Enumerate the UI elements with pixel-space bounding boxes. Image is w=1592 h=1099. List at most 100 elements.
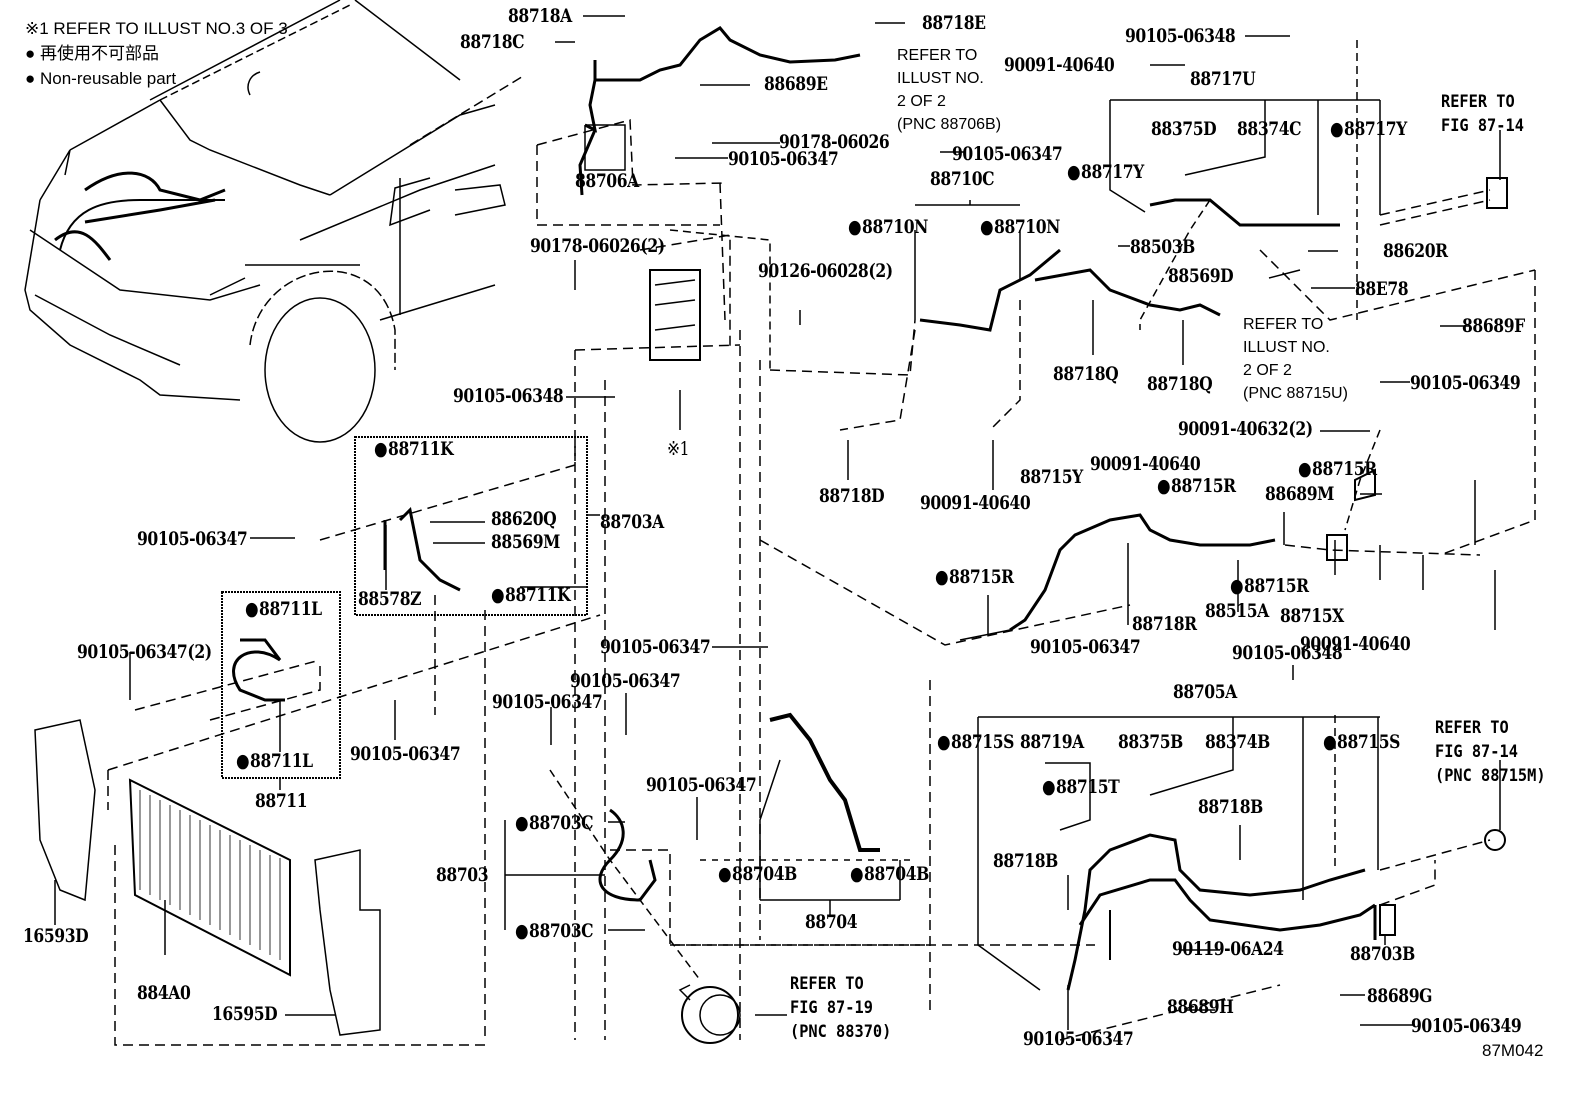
part-label-88718Q-b[interactable]: 88718Q — [1147, 373, 1213, 395]
part-label-90105-06347-d[interactable]: 90105-06347 — [137, 528, 248, 550]
part-label-88719A[interactable]: 88719A — [1020, 731, 1084, 753]
part-label-90178-06026-2[interactable]: 90178-06026(2) — [530, 235, 665, 257]
part-label-88715R-b[interactable]: 88715R — [1298, 460, 1377, 479]
refer-fig-87-14-bottom[interactable]: REFER TO FIG 87-14 (PNC 88715M) — [1435, 718, 1546, 786]
part-label-88689H[interactable]: 88689H — [1167, 996, 1234, 1018]
part-label-88704B-b[interactable]: 88704B — [850, 865, 929, 884]
part-label-88704B-a[interactable]: 88704B — [718, 865, 797, 884]
part-label-88503B[interactable]: 88503B — [1130, 236, 1195, 258]
refer-note-88706B[interactable]: REFER TO ILLUST NO. 2 OF 2 (PNC 88706B) — [897, 47, 1002, 133]
part-label-90126-06028-2[interactable]: 90126-06028(2) — [758, 260, 893, 282]
part-label-88710N-a[interactable]: 88710N — [848, 218, 928, 237]
suction-hose-88710C — [840, 200, 1220, 430]
part-label-88711K-b[interactable]: 88711K — [491, 586, 571, 605]
part-label-88717Y-b[interactable]: 88717Y — [1330, 120, 1407, 139]
part-label-90105-06347-g[interactable]: 90105-06347 — [570, 670, 681, 692]
part-label-88718D[interactable]: 88718D — [819, 485, 885, 507]
part-label-90105-06347-i[interactable]: 90105-06347 — [646, 774, 757, 796]
part-label-88578Z[interactable]: 88578Z — [358, 588, 422, 610]
discharge-hose-88715Y — [760, 430, 1480, 645]
legend-nonreusable-en: ● Non-reusable part — [25, 69, 177, 88]
part-label-88718Q-a[interactable]: 88718Q — [1053, 363, 1119, 385]
part-label-88711L-b[interactable]: 88711L — [236, 752, 313, 771]
part-label-88620Q[interactable]: 88620Q — [491, 508, 557, 530]
part-label-88374C[interactable]: 88374C — [1237, 118, 1302, 140]
part-label-88711L-a[interactable]: 88711L — [245, 600, 322, 619]
part-label-88703[interactable]: 88703 — [436, 864, 489, 886]
part-label-90105-06347-c[interactable]: 90105-06347 — [1030, 636, 1141, 658]
part-label-90105-06348-c[interactable]: 90105-06348 — [1232, 642, 1343, 664]
part-label-88711[interactable]: 88711 — [255, 790, 308, 812]
part-label-88715S-b[interactable]: 88715S — [1323, 733, 1400, 752]
part-label-88718B-b[interactable]: 88718B — [993, 850, 1058, 872]
legend-nonreusable-jp: ● 再使用不可部品 — [25, 44, 159, 63]
part-label-16593D[interactable]: 16593D — [23, 925, 89, 947]
part-label-90178-06026[interactable]: 90178-06026 — [779, 131, 890, 153]
part-label-88375B[interactable]: 88375B — [1118, 731, 1183, 753]
part-label-88375D[interactable]: 88375D — [1151, 118, 1217, 140]
part-label-88689E[interactable]: 88689E — [764, 73, 828, 95]
part-label-88703C-a[interactable]: 88703C — [515, 814, 594, 833]
part-label-90091-40640-d[interactable]: 90091-40640 — [1300, 633, 1411, 655]
part-label-88710N-b[interactable]: 88710N — [980, 218, 1060, 237]
part-label-88689G[interactable]: 88689G — [1367, 985, 1433, 1007]
part-label-88718E[interactable]: 88718E — [922, 12, 986, 34]
part-label-88703B[interactable]: 88703B — [1350, 943, 1415, 965]
part-label-90105-06347-b[interactable]: 90105-06347 — [952, 143, 1063, 165]
part-label-88717Y-a[interactable]: 88717Y — [1067, 163, 1144, 182]
part-label-88718R[interactable]: 88718R — [1132, 613, 1197, 635]
part-label-88718B-a[interactable]: 88718B — [1198, 796, 1263, 818]
part-label-88E78[interactable]: 88E78 — [1355, 278, 1409, 300]
part-label-90105-06348-b[interactable]: 90105-06348 — [453, 385, 564, 407]
part-label-88715T[interactable]: 88715T — [1042, 778, 1120, 797]
liquid-line-88705A — [670, 715, 1505, 1040]
part-label-88704[interactable]: 88704 — [805, 911, 858, 933]
part-label-90119-06A24[interactable]: 90119-06A24 — [1172, 938, 1284, 960]
part-label-88715X[interactable]: 88715X — [1280, 605, 1344, 627]
part-label-88706A[interactable]: 88706A — [575, 170, 639, 192]
part-label-90105-06347-h[interactable]: 90105-06347 — [492, 691, 603, 713]
part-label-88689F[interactable]: 88689F — [1462, 315, 1525, 337]
part-label-88689M[interactable]: 88689M — [1265, 483, 1334, 505]
part-label-90105-06349-a[interactable]: 90105-06349 — [1410, 372, 1521, 394]
part-label-88710C[interactable]: 88710C — [930, 168, 995, 190]
vehicle-front-illustration — [25, 0, 525, 442]
part-label-88715S-a[interactable]: 88715S — [937, 733, 1014, 752]
refer-fig-87-19[interactable]: REFER TO FIG 87-19 (PNC 88370) — [790, 974, 892, 1042]
part-label-88718C[interactable]: 88718C — [460, 31, 525, 53]
part-label-88715Y[interactable]: 88715Y — [1020, 466, 1083, 488]
part-label-88620R[interactable]: 88620R — [1383, 240, 1448, 262]
part-label-90105-06347-2[interactable]: 90105-06347(2) — [77, 641, 212, 663]
part-label-88715R-a[interactable]: 88715R — [1157, 477, 1236, 496]
part-label-90091-40640-b[interactable]: 90091-40640 — [920, 492, 1031, 514]
88711-box — [108, 592, 600, 1040]
part-label-90105-06347-f[interactable]: 90105-06347 — [600, 636, 711, 658]
part-label-90105-06348-a[interactable]: 90105-06348 — [1125, 25, 1236, 47]
part-label-90091-40640-c[interactable]: 90091-40640 — [1090, 453, 1201, 475]
part-label-88569D[interactable]: 88569D — [1168, 265, 1234, 287]
part-label-88569M[interactable]: 88569M — [491, 531, 560, 553]
liquid-line-88717U — [1110, 40, 1535, 555]
part-label-90091-40640-a[interactable]: 90091-40640 — [1004, 54, 1115, 76]
top-hose-88706A — [537, 28, 860, 320]
part-label-90105-06347-a[interactable]: 90105-06347 — [728, 148, 839, 170]
part-label-90091-40632-2[interactable]: 90091-40632(2) — [1178, 418, 1313, 440]
part-label-88711K-a[interactable]: 88711K — [374, 440, 454, 459]
part-label-90105-06349-b[interactable]: 90105-06349 — [1411, 1015, 1522, 1037]
part-label-90105-06347-e[interactable]: 90105-06347 — [350, 743, 461, 765]
part-label-88374B[interactable]: 88374B — [1205, 731, 1270, 753]
refer-note-88715U[interactable]: REFER TO ILLUST NO. 2 OF 2 (PNC 88715U) — [1243, 316, 1348, 402]
part-label-884A0[interactable]: 884A0 — [137, 982, 191, 1004]
part-label-16595D[interactable]: 16595D — [212, 1003, 278, 1025]
part-label-88703A[interactable]: 88703A — [600, 511, 664, 533]
refer-fig-87-14-top[interactable]: REFER TO FIG 87-14 — [1441, 92, 1524, 136]
part-label-88703C-b[interactable]: 88703C — [515, 922, 594, 941]
part-label-90105-06347-j[interactable]: 90105-06347 — [1023, 1028, 1134, 1050]
part-label-88705A[interactable]: 88705A — [1173, 681, 1237, 703]
part-label-88715R-d[interactable]: 88715R — [1230, 577, 1309, 596]
part-label-88717U[interactable]: 88717U — [1190, 68, 1256, 90]
part-label-88715R-c[interactable]: 88715R — [935, 568, 1014, 587]
part-label-88515A[interactable]: 88515A — [1205, 600, 1269, 622]
part-label-88718A[interactable]: 88718A — [508, 5, 572, 27]
